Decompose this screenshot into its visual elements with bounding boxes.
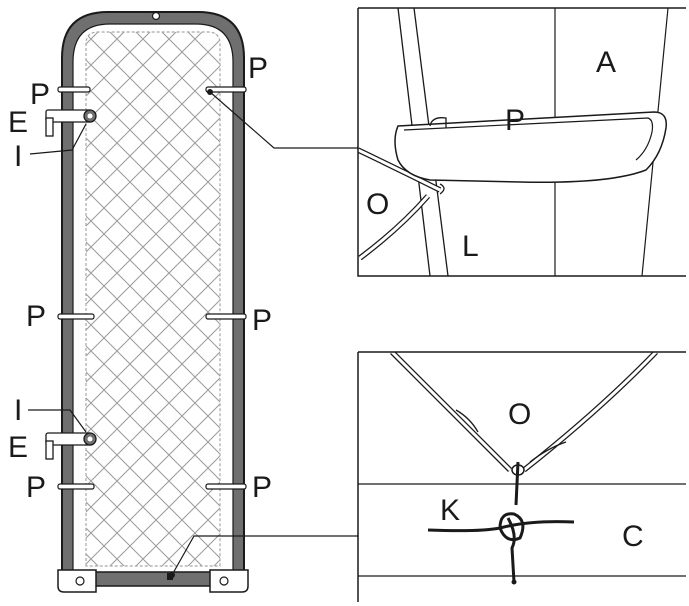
mesh-net [85,31,221,567]
label-detail2-k: K [440,494,460,527]
tie-left-low [57,483,95,490]
detail-knot-panel [357,351,686,602]
top-bolt [151,11,161,21]
label-i-bottom: I [14,394,22,427]
detail-tie-panel [357,7,686,277]
detail-strap [394,111,667,183]
tie-left-mid [57,313,95,320]
label-p-left-mid: P [26,300,46,333]
right-foot [209,569,249,593]
label-detail1-p: P [505,104,525,137]
label-detail1-a: A [596,46,616,79]
tie-left-top [57,86,91,93]
label-detail1-l: L [462,230,479,263]
label-i-top: I [14,140,22,173]
label-p-right-top: P [248,52,268,85]
label-detail2-o: O [508,398,531,431]
label-p-right-mid: P [252,304,272,337]
label-e-top: E [8,106,28,139]
label-detail2-c: C [622,520,644,553]
left-foot-hole [75,576,85,586]
label-p-right-low: P [252,471,272,504]
eyelet-hook-bottom [45,432,97,460]
tie-right-low [205,483,247,490]
leader-hook-bottom [28,409,87,433]
leader-hook-top [29,123,87,155]
label-p-left-top: P [30,78,50,111]
gate-panel [28,11,249,593]
label-e-bottom: E [8,431,28,464]
label-p-left-low: P [26,471,46,504]
right-foot-hole [219,576,229,586]
label-detail1-o: O [366,188,389,221]
eyelet-hook-top [45,109,97,137]
tie-right-top [205,86,247,93]
tie-right-mid [205,313,247,320]
